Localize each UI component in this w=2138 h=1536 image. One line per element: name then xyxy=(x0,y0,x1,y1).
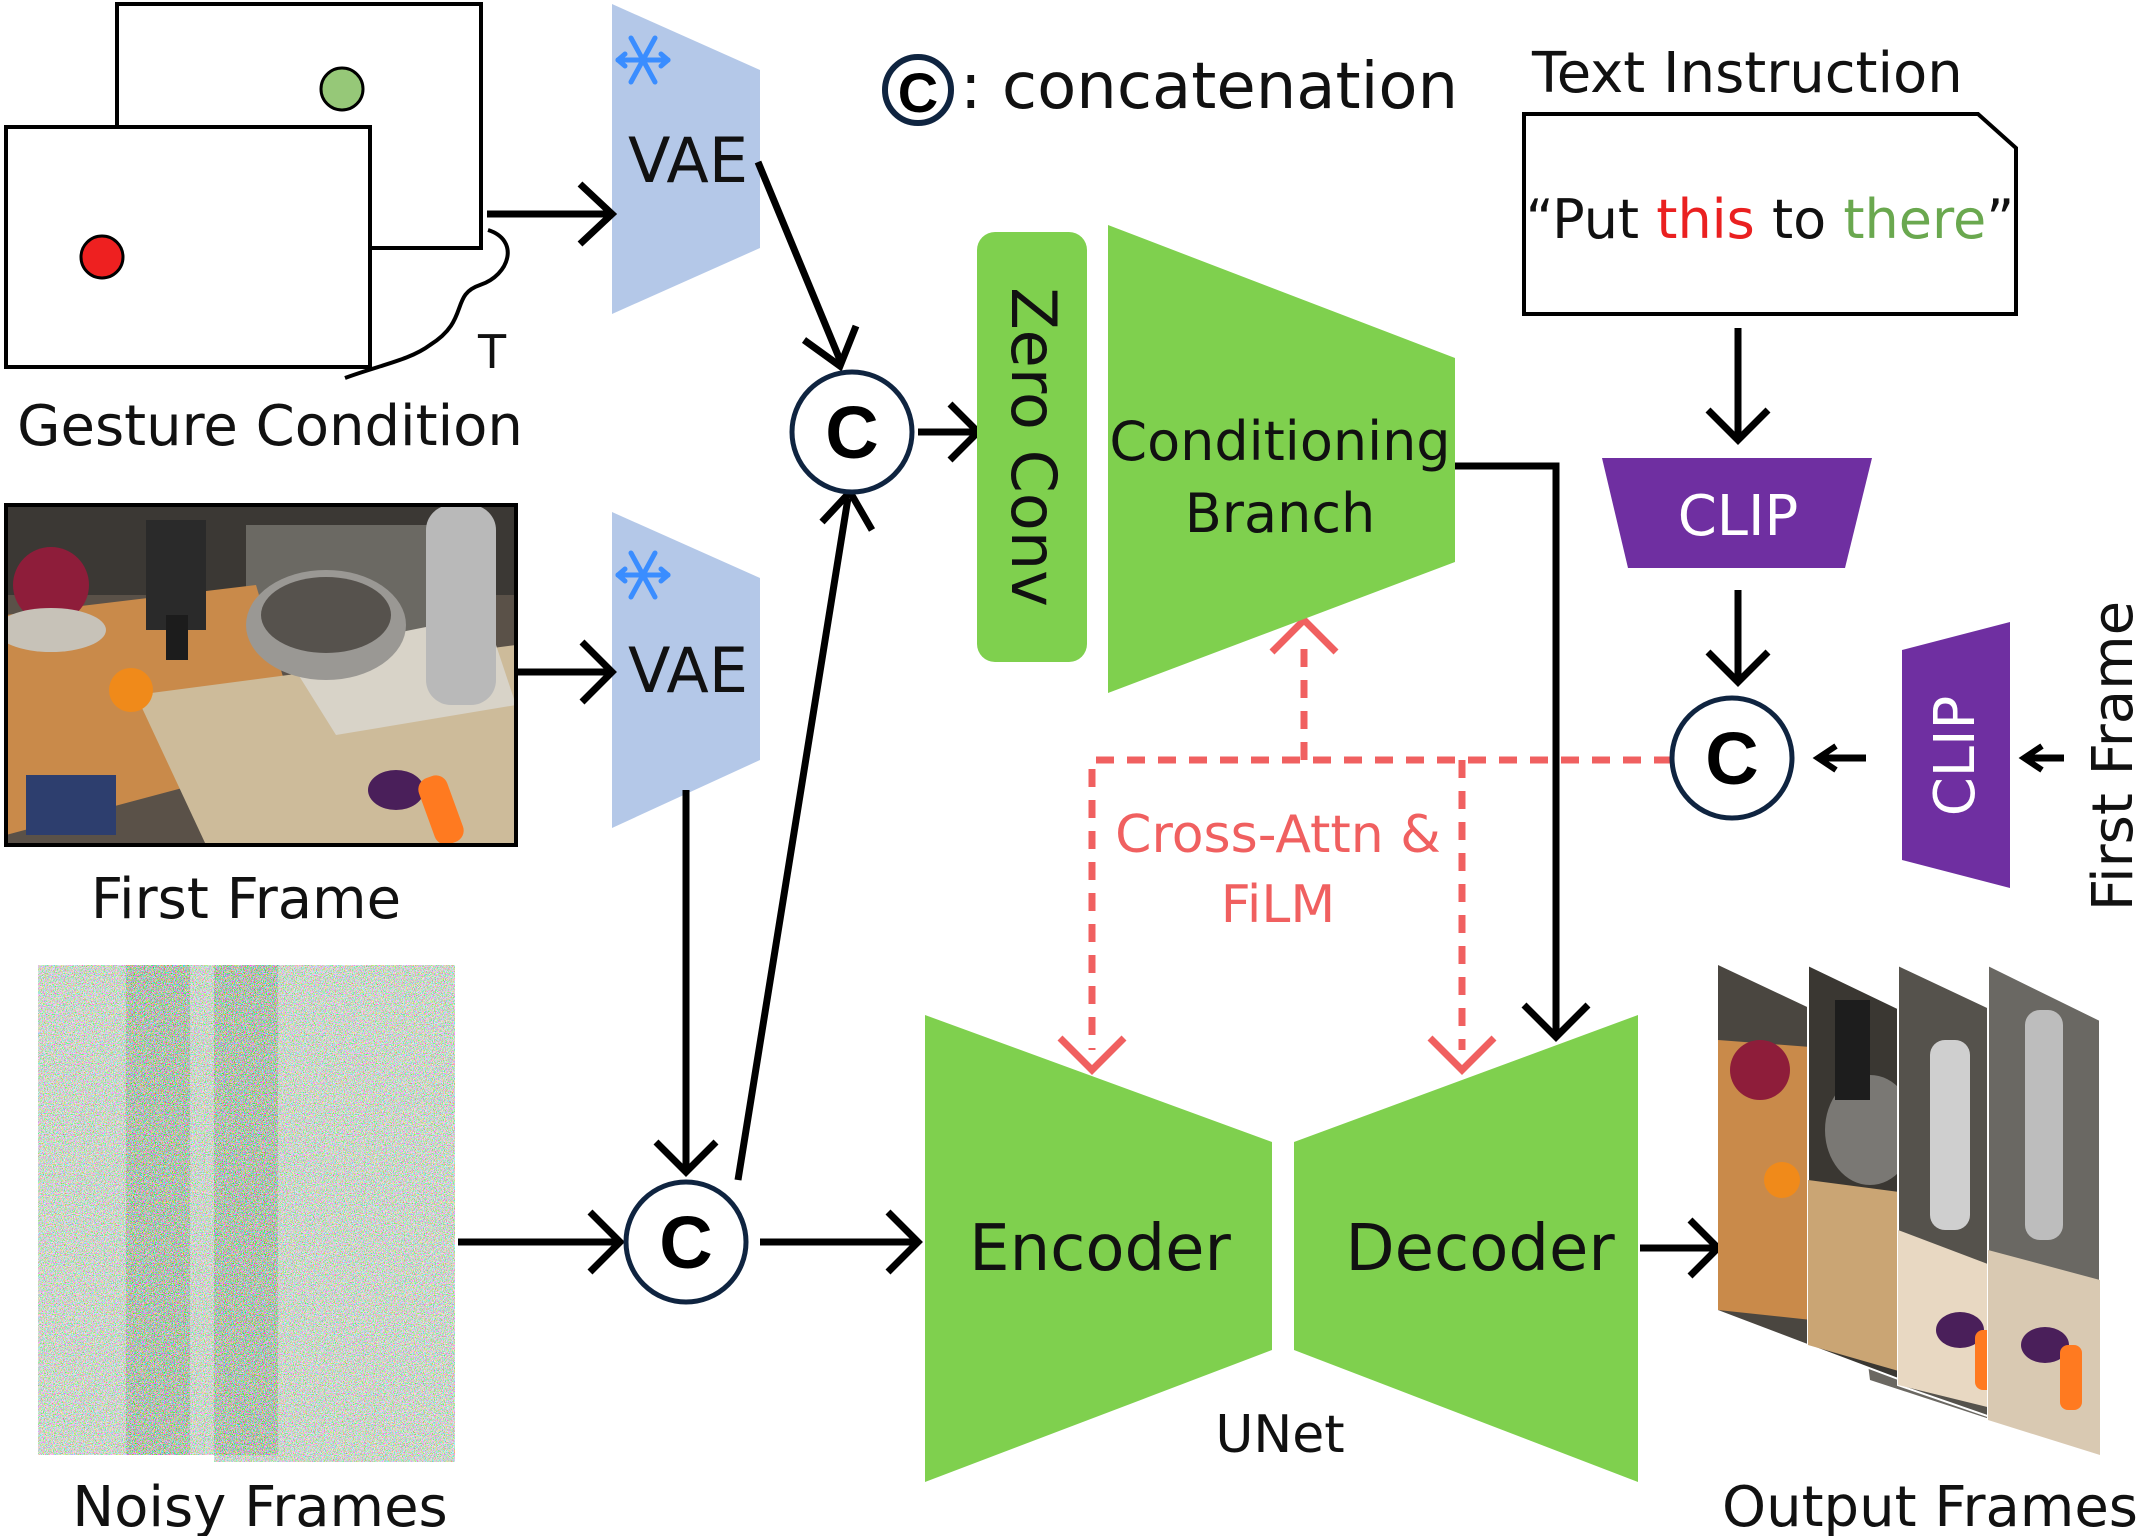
first-frame: First Frame xyxy=(4,503,518,932)
noisy-frame-3 xyxy=(214,965,455,1462)
arrow-vae-concat-top xyxy=(754,160,844,362)
decoder: Decoder xyxy=(1294,1015,1638,1482)
clip-side-label: CLIP xyxy=(1923,696,1988,817)
text-instruction-title: Text Instruction xyxy=(1531,41,1963,106)
cross-attn-to-encoder xyxy=(1088,756,1672,1050)
gesture-frame-front xyxy=(4,125,372,369)
snowflake-icon xyxy=(615,35,671,85)
legend-symbol: C xyxy=(898,61,938,124)
noisy-frames-label: Noisy Frames xyxy=(72,1475,447,1536)
vae-top-label: VAE xyxy=(628,124,748,197)
gesture-green-dot xyxy=(319,66,365,112)
clip-top-shape xyxy=(1602,458,1872,568)
vae-bottom: VAE xyxy=(612,512,760,828)
unet-label: UNet xyxy=(1215,1405,1344,1465)
gesture-red-dot xyxy=(79,234,125,280)
text-instruction-box xyxy=(1522,112,2018,316)
clip-top-label: CLIP xyxy=(1678,484,1799,549)
legend: C : concatenation xyxy=(882,50,1458,126)
first-frame-image xyxy=(6,505,516,845)
vae-top-shape xyxy=(612,4,760,314)
encoder: Encoder xyxy=(925,1015,1272,1482)
snowflake-icon xyxy=(615,550,671,600)
text-instruction: Text Instruction “Put this to there” xyxy=(1522,41,2018,316)
decoder-label: Decoder xyxy=(1345,1212,1615,1286)
noisy-frames: Noisy Frames xyxy=(38,965,455,1536)
decoder-block xyxy=(1294,1015,1638,1482)
concat-top: C xyxy=(789,369,915,495)
encoder-block xyxy=(925,1015,1272,1482)
zero-conv: Zero Conv xyxy=(977,232,1087,662)
vae-bottom-label: VAE xyxy=(628,634,748,707)
zero-conv-label: Zero Conv xyxy=(997,287,1070,607)
arrow-concat-up xyxy=(734,497,852,1181)
conditioning-label-1: Conditioning xyxy=(1109,410,1450,473)
gesture-label: Gesture Condition xyxy=(17,394,523,459)
gesture-time-label: T xyxy=(477,325,507,379)
gesture-condition: T Gesture Condition xyxy=(4,2,523,459)
conditioning-label-2: Branch xyxy=(1185,482,1375,545)
concat-circle-icon xyxy=(623,1179,749,1305)
output-frames-label: Output Frames xyxy=(1722,1475,2138,1536)
vae-top: VAE xyxy=(612,4,760,314)
arrow-conditioning-decoder xyxy=(1455,462,1560,1035)
conditioning-branch: Conditioning Branch xyxy=(1108,225,1455,693)
cross-attn-paths: Cross-Attn & FiLM xyxy=(1057,615,1672,1075)
concat-right-symbol: C xyxy=(1705,717,1758,800)
black-arrows xyxy=(458,160,2064,1279)
cross-attn-label-2: FiLM xyxy=(1221,875,1335,935)
concat-top-symbol: C xyxy=(825,391,878,474)
time-brace xyxy=(344,228,510,380)
concat-circle-icon xyxy=(1669,695,1795,821)
concat-bottom-symbol: C xyxy=(659,1201,712,1284)
clip-top: CLIP xyxy=(1602,458,1872,568)
output-frame xyxy=(1987,963,2101,1457)
output-frames: Output Frames xyxy=(1718,963,2138,1536)
instruction-sentence: “Put this to there” xyxy=(1526,188,2014,251)
side-first-frame-label: First Frame xyxy=(2081,601,2138,911)
concat-legend-icon xyxy=(882,54,954,126)
encoder-label: Encoder xyxy=(969,1212,1231,1286)
concat-circle-icon xyxy=(789,369,915,495)
conditioning-block xyxy=(1108,225,1455,693)
concat-bottom: C xyxy=(623,1179,749,1305)
first-frame-label: First Frame xyxy=(91,867,401,932)
clip-side: CLIP xyxy=(1902,622,2010,888)
zero-conv-block xyxy=(977,232,1087,662)
cross-attn-label-1: Cross-Attn & xyxy=(1115,805,1441,865)
clip-side-shape xyxy=(1902,622,2010,888)
concat-right: C xyxy=(1669,695,1795,821)
legend-text: : concatenation xyxy=(960,50,1458,124)
